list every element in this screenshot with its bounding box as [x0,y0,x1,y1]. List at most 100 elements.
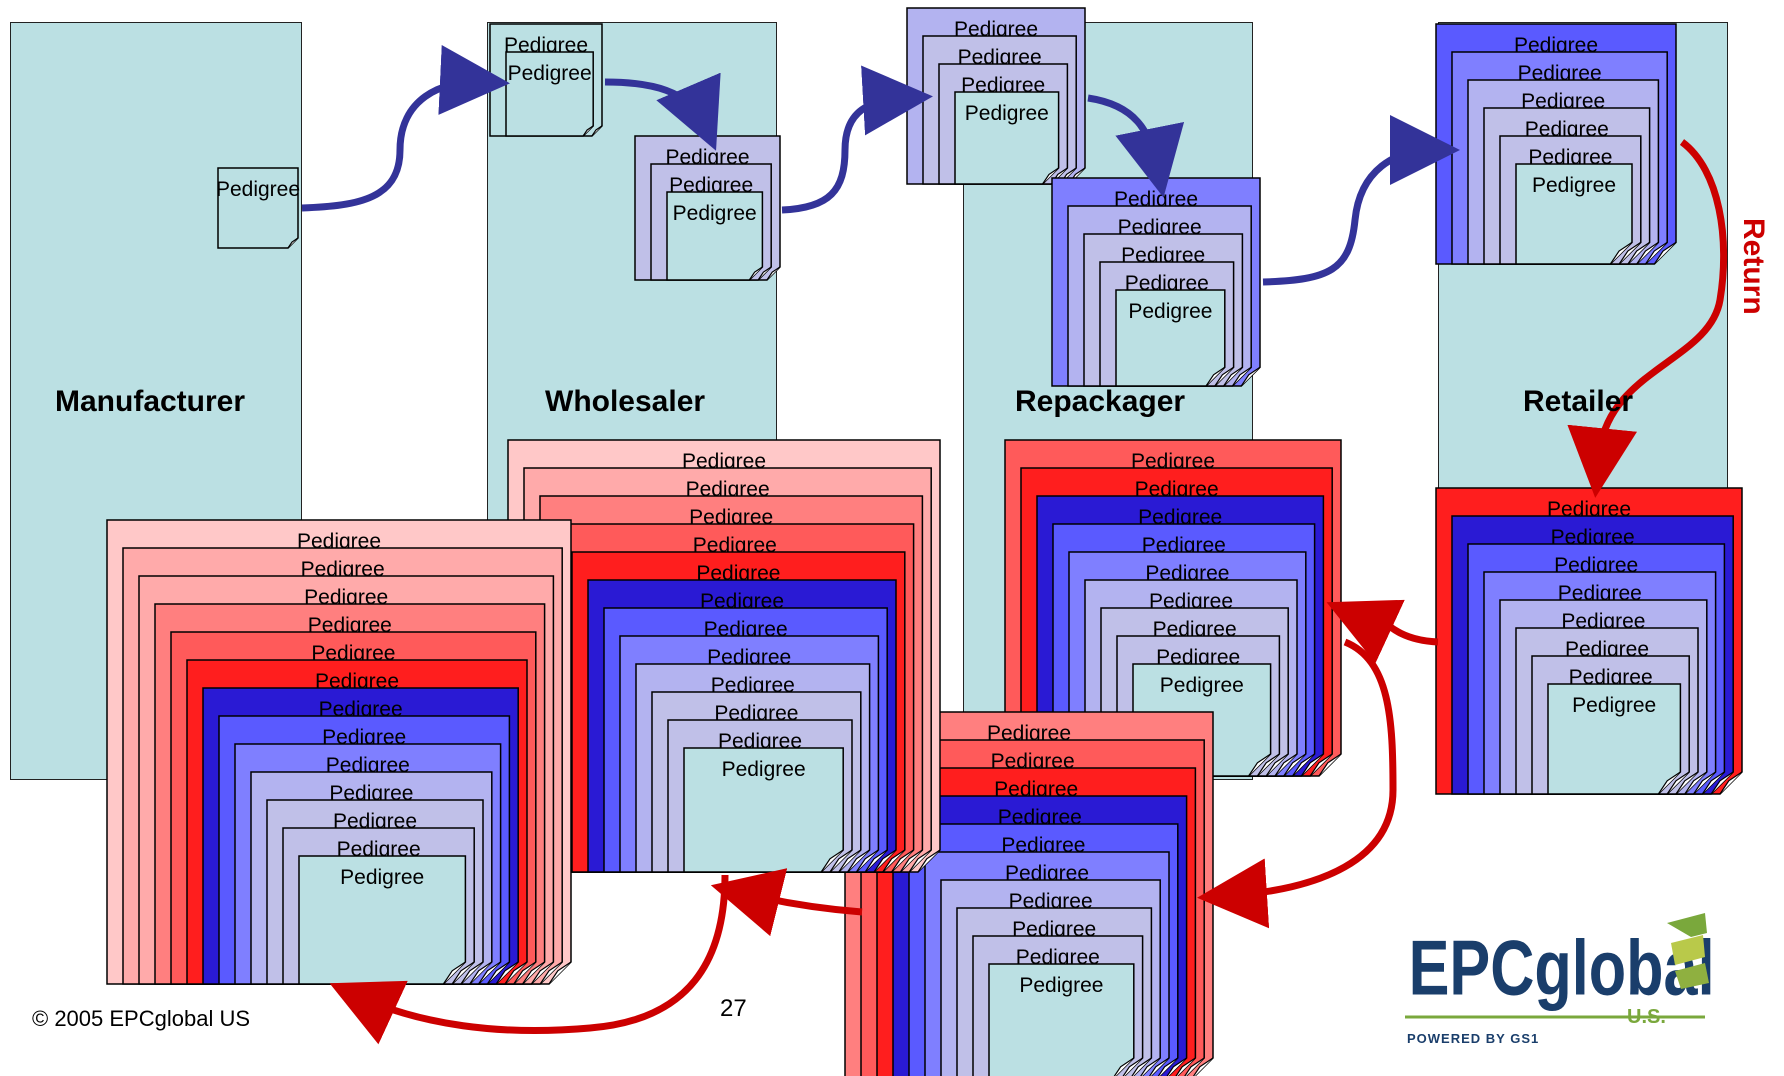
pedigree-label: Pedigree [1160,674,1244,697]
page-fold-icon [1693,771,1716,795]
page-fold-icon [757,266,772,281]
pedigree-label: Pedigree [1128,300,1212,323]
page-fold-icon [1309,753,1333,777]
page-fold-icon [1205,366,1226,387]
page-fold-icon [899,849,923,873]
pedigree-document [954,91,1060,185]
repackager-return-pedigree-stack: PedigreePedigreePedigreePedigreePedigree… [1004,439,1342,777]
arrow-wholesaler-internal [604,72,721,151]
page-number: 27 [720,995,747,1022]
page-fold-icon [847,849,870,873]
page-fold-icon [908,849,932,873]
page-fold-icon [855,849,879,873]
page-fold-icon [442,961,466,985]
page-fold-icon [522,961,545,985]
logo-region-text: U.S. [1627,1006,1666,1028]
page-fold-icon [1636,241,1659,265]
page-fold-icon [582,125,594,137]
page-fold-icon [864,849,888,873]
wholesaler-return-pedigree-stack: PedigreePedigreePedigreePedigreePedigree… [507,439,941,873]
page-fold-icon [530,961,554,985]
manufacturer-return-pedigree-stack: PedigreePedigreePedigreePedigreePedigree… [106,519,572,985]
page-fold-icon [1223,366,1243,387]
page-fold-icon [1240,366,1261,387]
page-fold-icon [891,849,914,873]
page-fold-icon [1231,366,1252,387]
page-fold-icon [1684,771,1708,795]
logo-mark-icon [1667,913,1709,989]
arrow-wholesaler-to-manufacturer-return [329,874,729,1045]
logo-tagline-text: POWERED BY GS1 [1407,1031,1539,1046]
arrow-retailer-return [1567,139,1728,498]
page-fold-icon [478,961,501,985]
page-fold-icon [882,849,906,873]
page-fold-icon [495,961,519,985]
retailer-received-pedigree-stack: PedigreePedigreePedigreePedigreePedigree… [1435,23,1677,265]
arrow-wholesaler-to-repackager [781,65,933,214]
arrow-repackager-internal [1087,94,1185,198]
pedigree-label: Pedigree [1532,174,1616,197]
page-fold-icon [287,237,299,249]
page-fold-icon [1214,366,1234,387]
pedigree-label: Pedigree [965,102,1049,125]
page-fold-icon [1653,241,1677,265]
page-fold-icon [820,849,844,873]
page-fold-icon [1645,241,1668,265]
manufacturer-stack-pedigree-stack: Pedigree [216,167,300,249]
pedigree-label: Pedigree [1572,694,1656,717]
page-fold-icon [1248,753,1271,777]
repackager-label: Repackager [1015,385,1186,418]
epcglobal-logo: EPCglobal U.S. POWERED BY GS1 [1405,905,1755,1055]
page-fold-icon [1042,167,1059,185]
pedigree-label: Pedigree [722,758,806,781]
page-fold-icon [591,125,603,137]
pedigree-label: Pedigree [673,202,757,225]
logo-brand-text: EPCglobal [1409,923,1715,1011]
arrow-repackager-to-retailer [1262,115,1460,286]
page-fold-icon [1618,241,1642,265]
return-label: Return [1737,218,1770,315]
page-fold-icon [469,961,493,985]
page-fold-icon [1300,753,1324,777]
page-fold-icon [829,849,853,873]
arrow-manufacturer-to-wholesaler [301,45,510,212]
arrow-retailer-to-repackager-return [1326,599,1439,664]
pedigree-stacks: PedigreePedigreePedigreePedigreePedigree… [106,7,1743,1076]
page-fold-icon [1318,753,1342,777]
page-fold-icon [1627,241,1650,265]
page-fold-icon [1657,771,1681,795]
arrow-repackager-to-transit-return [1197,638,1397,929]
flow-arrows [301,45,1728,1045]
page-fold-icon [1666,771,1690,795]
copyright-text: © 2005 EPCglobal US [32,1006,251,1031]
pedigree-label: Pedigree [340,866,424,889]
page-fold-icon [917,849,941,873]
page-fold-icon [451,961,475,985]
page-fold-icon [1283,753,1307,777]
pedigree-label: Pedigree [508,62,592,85]
manufacturer-label: Manufacturer [55,385,246,418]
wholesaler-label: Wholesaler [545,385,706,418]
page-fold-icon [838,849,862,873]
page-fold-icon [766,266,781,281]
page-fold-icon [873,849,897,873]
page-fold-icon [1256,753,1280,777]
page-fold-icon [1719,771,1743,795]
page-fold-icon [1274,753,1298,777]
page-fold-icon [504,961,528,985]
retailer-return-pedigree-stack: PedigreePedigreePedigreePedigreePedigree… [1435,487,1743,795]
page-fold-icon [1609,241,1633,265]
retailer-label: Retailer [1523,385,1634,418]
page-fold-icon [486,961,510,985]
page-fold-icon [1292,753,1315,777]
page-fold-icon [1265,753,1289,777]
transit-return-pedigree-stack: PedigreePedigreePedigreePedigreePedigree… [844,711,1214,1076]
page-fold-icon [513,961,537,985]
page-fold-icon [460,961,484,985]
page-fold-icon [1710,771,1734,795]
